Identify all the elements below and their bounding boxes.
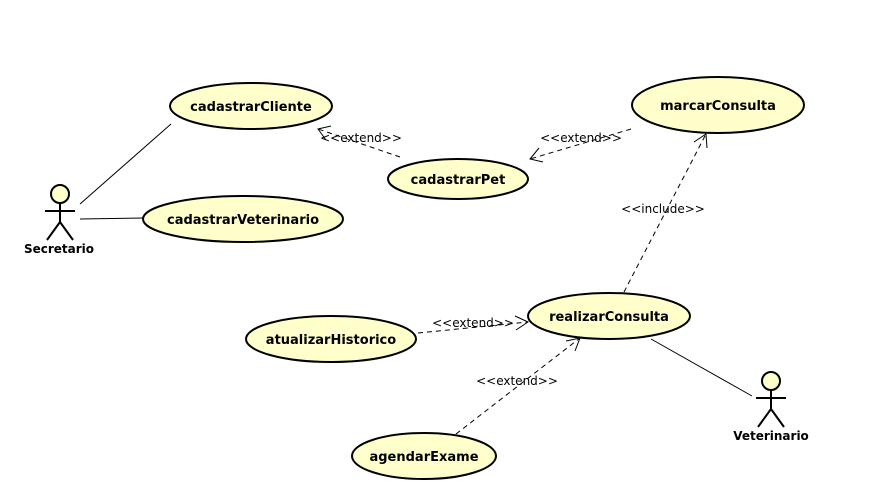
stereotype-realizar-includes-marcar: <<include>> bbox=[621, 202, 705, 216]
actor-label: Veterinario bbox=[733, 429, 809, 443]
usecase-realizar-consulta[interactable]: realizarConsulta bbox=[527, 292, 691, 340]
usecase-label: cadastrarCliente bbox=[190, 100, 312, 115]
actor-head-icon bbox=[50, 184, 70, 204]
usecase-label: cadastrarVeterinario bbox=[167, 213, 319, 228]
stereotype-marcar-extends-pet: <<extend>> bbox=[540, 131, 622, 145]
usecase-label: agendarExame bbox=[369, 450, 478, 465]
usecase-cadastrar-veterinario[interactable]: cadastrarVeterinario bbox=[142, 195, 344, 243]
association-secretario-cadastrar-veterinario bbox=[79, 217, 144, 220]
usecase-label: cadastrarPet bbox=[411, 173, 506, 188]
usecase-label: realizarConsulta bbox=[549, 310, 669, 325]
stereotype-pet-extends-cliente: <<extend>> bbox=[320, 131, 402, 145]
stereotype-agendar-extends-realizar: <<extend>> bbox=[476, 374, 558, 388]
dependency-atualizar-extends-realizar bbox=[417, 315, 530, 334]
association-secretario-cadastrar-cliente bbox=[79, 123, 172, 205]
stereotype-atualizar-extends-realizar: <<extend>> bbox=[432, 316, 514, 330]
usecase-cadastrar-pet[interactable]: cadastrarPet bbox=[387, 158, 529, 200]
usecase-cadastrar-cliente[interactable]: cadastrarCliente bbox=[169, 82, 333, 130]
dependency-pet-extends-cliente bbox=[317, 125, 401, 158]
actor-head-icon bbox=[761, 371, 781, 391]
usecase-label: marcarConsulta bbox=[660, 99, 776, 114]
actor-label: Secretario bbox=[24, 242, 94, 256]
usecase-label: atualizarHistorico bbox=[266, 333, 396, 348]
actor-veterinario[interactable]: Veterinario bbox=[733, 371, 809, 443]
dependency-marcar-extends-pet bbox=[529, 128, 632, 163]
usecase-atualizar-historico[interactable]: atualizarHistorico bbox=[245, 315, 417, 363]
actor-secretario[interactable]: Secretario bbox=[24, 184, 94, 256]
usecase-marcar-consulta[interactable]: marcarConsulta bbox=[631, 76, 805, 134]
association-veterinario-realizar-consulta bbox=[650, 338, 753, 397]
dependency-realizar-includes-marcar bbox=[623, 133, 708, 293]
usecase-agendar-exame[interactable]: agendarExame bbox=[351, 432, 497, 480]
